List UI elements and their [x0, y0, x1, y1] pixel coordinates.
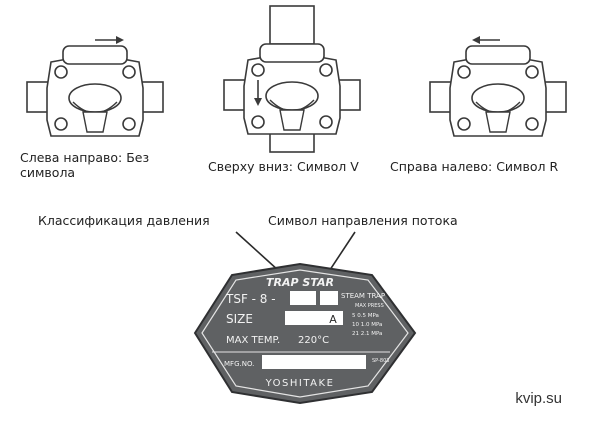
- nameplate: TRAP STAR TSF - 8 - STEAM TRAP MAX PRESS…: [193, 262, 417, 405]
- max-press-label: MAX PRESS: [355, 303, 384, 309]
- mfg-label: MFG.NO.: [224, 360, 254, 368]
- arrow-right-icon: [95, 36, 124, 44]
- mfg-number-box: [262, 355, 366, 369]
- label-flow-symbol: Символ направления потока: [268, 213, 458, 228]
- caption-top-to-bottom: Сверху вниз: Символ V: [208, 159, 359, 174]
- flow-symbol-box: [320, 291, 338, 305]
- maker-label: YOSHITAKE: [265, 378, 335, 389]
- label-pressure-class: Классификация давления: [38, 213, 210, 228]
- brand-label: TRAP STAR: [266, 276, 334, 289]
- valve-left-to-right: [26, 45, 164, 137]
- caption-left-to-right: Слева направо: Без символа: [20, 150, 150, 180]
- valve-right-to-left: [429, 45, 567, 137]
- press-row-1: 5 0.5 MPa: [352, 313, 379, 319]
- watermark: kvip.su: [515, 390, 562, 407]
- size-label: SIZE: [226, 312, 253, 326]
- max-temp-label: MAX TEMP.: [226, 335, 280, 346]
- pressure-class-box: [290, 291, 316, 305]
- steam-trap-label: STEAM TRAP: [341, 292, 385, 300]
- press-row-3: 21 2.1 MPa: [352, 331, 382, 337]
- caption-right-to-left: Справа налево: Символ R: [390, 159, 559, 174]
- arrow-down-icon: [254, 80, 262, 106]
- press-row-2: 10 1.0 MPa: [352, 322, 382, 328]
- size-box: [285, 311, 343, 325]
- max-temp-value: 220°C: [298, 335, 329, 346]
- size-unit: A: [329, 313, 337, 326]
- model-prefix: TSF - 8 -: [225, 292, 276, 306]
- part-code: SP-803: [372, 358, 389, 364]
- arrow-left-icon: [472, 36, 500, 44]
- valve-top-to-bottom: [223, 5, 361, 153]
